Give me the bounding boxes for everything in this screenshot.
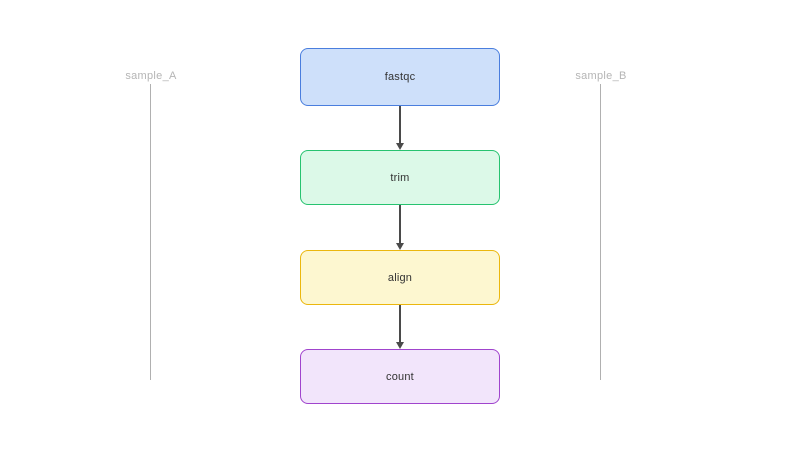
node-fastqc: fastqc (300, 48, 500, 106)
node-align: align (300, 250, 500, 305)
node-trim: trim (300, 150, 500, 205)
edge-arrow-align-to-count (396, 305, 404, 349)
node-align-label: align (387, 271, 413, 284)
lane-line-sample-a (150, 84, 151, 380)
node-fastqc-label: fastqc (384, 71, 416, 83)
node-count-label: count (386, 370, 414, 383)
edge-arrow-trim-to-align (396, 205, 404, 250)
lane-label-sample-b: sample_B (575, 70, 627, 82)
node-count: count (300, 349, 500, 404)
node-trim-label: trim (390, 171, 410, 184)
edge-arrow-fastqc-to-trim (396, 106, 404, 150)
lane-line-sample-b (600, 84, 601, 380)
lane-label-sample-a: sample_A (125, 70, 177, 82)
